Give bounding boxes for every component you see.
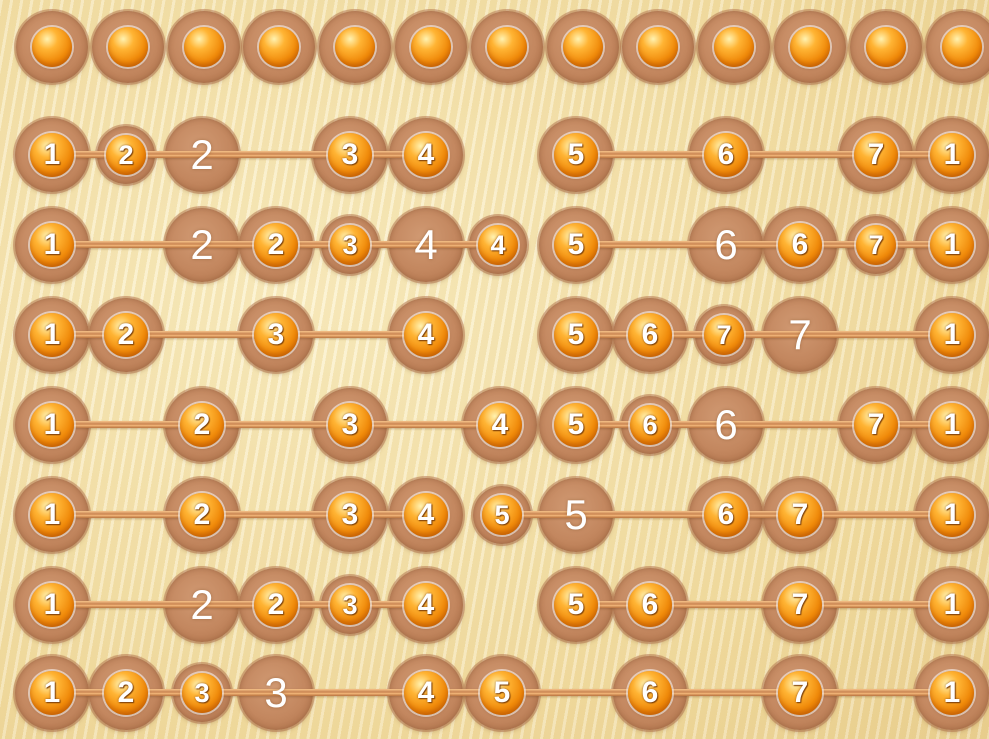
empty-socket-label: 2	[165, 118, 239, 192]
number-bead[interactable]: 3	[254, 313, 298, 357]
number-bead[interactable]: 3	[328, 403, 372, 447]
top-bead[interactable]	[942, 27, 982, 67]
number-bead[interactable]: 1	[930, 671, 974, 715]
number-bead[interactable]: 7	[854, 403, 898, 447]
number-bead[interactable]: 5	[480, 671, 524, 715]
empty-socket-label: 5	[539, 478, 613, 552]
number-bead[interactable]: 2	[180, 493, 224, 537]
top-bead[interactable]	[335, 27, 375, 67]
number-bead[interactable]: 4	[404, 313, 448, 357]
number-bead[interactable]: 2	[254, 583, 298, 627]
number-bead[interactable]: 2	[104, 313, 148, 357]
top-bead[interactable]	[714, 27, 754, 67]
number-bead[interactable]: 1	[930, 403, 974, 447]
number-bead[interactable]: 6	[628, 313, 672, 357]
number-bead[interactable]: 7	[856, 225, 896, 265]
number-bead[interactable]: 1	[30, 583, 74, 627]
number-bead[interactable]: 6	[778, 223, 822, 267]
empty-socket-label: 6	[689, 388, 763, 462]
top-bead[interactable]	[790, 27, 830, 67]
number-bead[interactable]: 6	[630, 405, 670, 445]
number-bead[interactable]: 2	[104, 671, 148, 715]
number-bead[interactable]: 1	[930, 313, 974, 357]
number-bead[interactable]: 5	[554, 403, 598, 447]
number-bead[interactable]: 4	[404, 583, 448, 627]
number-bead[interactable]: 5	[554, 583, 598, 627]
number-bead[interactable]: 1	[930, 223, 974, 267]
number-bead[interactable]: 4	[404, 493, 448, 537]
empty-socket-label: 3	[239, 656, 313, 730]
number-bead[interactable]: 1	[30, 133, 74, 177]
number-bead[interactable]: 1	[930, 133, 974, 177]
number-bead[interactable]: 4	[404, 133, 448, 177]
number-bead[interactable]: 6	[628, 671, 672, 715]
number-bead[interactable]: 4	[404, 671, 448, 715]
number-bead[interactable]: 5	[554, 133, 598, 177]
number-bead[interactable]: 3	[182, 673, 222, 713]
top-bead[interactable]	[184, 27, 224, 67]
number-bead[interactable]: 2	[180, 403, 224, 447]
empty-socket-label: 4	[389, 208, 463, 282]
top-bead[interactable]	[32, 27, 72, 67]
number-bead[interactable]: 1	[30, 493, 74, 537]
number-bead[interactable]: 4	[478, 403, 522, 447]
number-bead[interactable]: 1	[930, 493, 974, 537]
empty-socket-label: 7	[763, 298, 837, 372]
empty-socket-label: 6	[689, 208, 763, 282]
number-bead[interactable]: 6	[704, 493, 748, 537]
empty-socket-label: 2	[165, 568, 239, 642]
number-bead[interactable]: 3	[330, 225, 370, 265]
number-bead[interactable]: 1	[30, 671, 74, 715]
number-bead[interactable]: 7	[778, 583, 822, 627]
number-bead[interactable]: 1	[30, 313, 74, 357]
empty-socket-label: 2	[165, 208, 239, 282]
number-bead[interactable]: 5	[482, 495, 522, 535]
top-bead[interactable]	[866, 27, 906, 67]
number-bead[interactable]: 7	[778, 493, 822, 537]
number-bead[interactable]: 5	[554, 223, 598, 267]
number-bead[interactable]: 3	[328, 133, 372, 177]
number-bead[interactable]: 5	[554, 313, 598, 357]
top-bead[interactable]	[411, 27, 451, 67]
number-bead[interactable]: 2	[106, 135, 146, 175]
number-bead[interactable]: 6	[704, 133, 748, 177]
number-bead[interactable]: 7	[704, 315, 744, 355]
number-bead[interactable]: 1	[30, 223, 74, 267]
number-bead[interactable]: 1	[30, 403, 74, 447]
top-bead[interactable]	[487, 27, 527, 67]
abacus-rod	[52, 421, 500, 428]
number-bead[interactable]: 2	[254, 223, 298, 267]
number-bead[interactable]: 3	[328, 493, 372, 537]
number-bead[interactable]: 7	[854, 133, 898, 177]
number-bead[interactable]: 4	[478, 225, 518, 265]
number-bead[interactable]: 6	[628, 583, 672, 627]
top-bead[interactable]	[108, 27, 148, 67]
number-bead[interactable]: 7	[778, 671, 822, 715]
number-bead[interactable]: 1	[930, 583, 974, 627]
number-bead[interactable]: 3	[330, 585, 370, 625]
top-bead[interactable]	[563, 27, 603, 67]
